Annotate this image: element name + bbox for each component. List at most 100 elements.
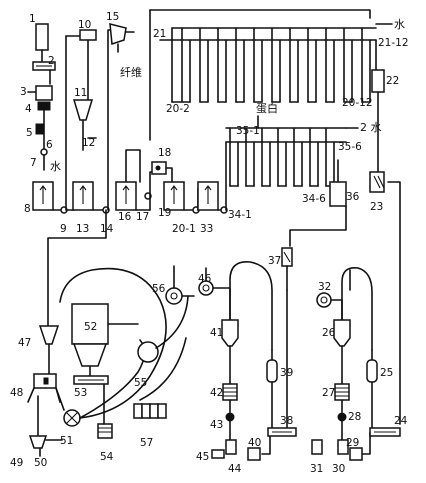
label-56: 56 [152, 283, 166, 295]
label-water-top: 水 [394, 18, 405, 31]
pump-40 [247, 447, 261, 461]
label-26: 26 [322, 327, 336, 339]
heater-39 [266, 359, 278, 383]
label-34-1: 34-1 [228, 209, 252, 221]
label-9: 9 [60, 223, 67, 235]
hydrocyclone-bank-mid [225, 115, 359, 211]
label-16: 16 [118, 211, 132, 223]
label-18: 18 [158, 147, 171, 159]
label-22: 22 [386, 75, 399, 87]
stack-57 [133, 403, 167, 419]
pump-29 [349, 447, 363, 461]
label-33: 33 [200, 223, 213, 235]
wash-line [65, 29, 113, 214]
label-4: 4 [25, 103, 32, 115]
unit-5 [35, 123, 45, 135]
label-44: 44 [228, 463, 242, 475]
label-35-1: 35-1 [236, 125, 260, 137]
label-25: 25 [380, 367, 393, 379]
label-15: 15 [106, 11, 119, 23]
label-12: 12 [82, 137, 95, 149]
cyclone-41 [221, 319, 239, 347]
hydrocyclone-bank-top [149, 9, 393, 141]
label-23: 23 [370, 201, 383, 213]
label-13: 13 [76, 223, 89, 235]
label-protein: 蛋白 [256, 101, 278, 115]
label-28: 28 [348, 411, 361, 423]
fan-32 [316, 292, 332, 308]
unit-10 [79, 29, 97, 41]
label-17: 17 [136, 211, 149, 223]
fan-56 [165, 287, 183, 305]
label-water-mid: 2 水 [360, 121, 382, 134]
label-49: 49 [10, 457, 23, 469]
equipment-labels: 1 2 3 4 5 6 7 8 9 10 11 12 13 14 15 16 1… [10, 11, 409, 475]
unit-22 [371, 69, 385, 93]
label-20-12: 20-12 [342, 97, 373, 109]
label-31: 31 [310, 463, 323, 475]
label-7: 7 [30, 157, 37, 169]
unit-49 [28, 435, 48, 449]
cyclone-11 [72, 99, 94, 121]
tank-36 [329, 181, 347, 207]
label-1: 1 [29, 13, 36, 25]
heater-55 [137, 341, 159, 363]
label-57: 57 [140, 437, 153, 449]
label-34-6: 34-6 [302, 193, 326, 205]
right-vertical-line [289, 69, 401, 425]
unit-37 [281, 247, 293, 291]
label-51: 51 [60, 435, 73, 447]
label-46: 46 [198, 273, 212, 285]
mid-tanks [115, 149, 228, 214]
label-55: 55 [134, 377, 147, 389]
label-41: 41 [210, 327, 223, 339]
label-29: 29 [346, 437, 359, 449]
label-water-left: 水 [50, 160, 61, 173]
label-39: 39 [280, 367, 293, 379]
heater-25 [366, 359, 378, 383]
label-42: 42 [210, 387, 223, 399]
label-45: 45 [196, 451, 209, 463]
label-20-1: 20-1 [172, 223, 196, 235]
tank-31 [311, 439, 323, 455]
label-40: 40 [248, 437, 261, 449]
pump-45 [211, 449, 225, 459]
label-2: 2 [48, 55, 55, 67]
label-32: 32 [318, 281, 331, 293]
label-35-6: 35-6 [338, 141, 362, 153]
unit-3 [37, 101, 51, 111]
cyclone-26 [333, 319, 351, 347]
label-48: 48 [10, 387, 23, 399]
dryer-line-left [198, 261, 297, 461]
label-37: 37 [268, 255, 281, 267]
valve-28 [337, 412, 347, 422]
tank-30 [337, 439, 349, 455]
separator-15 [109, 23, 135, 53]
label-54: 54 [100, 451, 114, 463]
label-3: 3 [20, 86, 27, 98]
unit-4 [35, 85, 53, 101]
label-11: 11 [74, 87, 87, 99]
cyclone-47 [38, 325, 60, 345]
label-21: 21 [153, 28, 166, 40]
label-10: 10 [78, 19, 91, 31]
label-53: 53 [74, 387, 87, 399]
label-27: 27 [322, 387, 335, 399]
label-8: 8 [24, 203, 31, 215]
label-52: 52 [84, 321, 97, 333]
label-19: 19 [158, 207, 171, 219]
label-47: 47 [18, 337, 31, 349]
stream-annotations: 水 2 水 水 纤维 蛋白 [50, 18, 405, 173]
label-43: 43 [210, 419, 223, 431]
label-30: 30 [332, 463, 345, 475]
label-20-2: 20-2 [166, 103, 190, 115]
label-14: 14 [100, 223, 114, 235]
label-21-12: 21-12 [378, 37, 409, 49]
valve-43 [225, 412, 235, 422]
label-6: 6 [46, 139, 53, 151]
label-5: 5 [26, 127, 33, 139]
hopper-1 [35, 23, 49, 51]
label-24: 24 [394, 415, 408, 427]
tank-44 [225, 439, 237, 455]
